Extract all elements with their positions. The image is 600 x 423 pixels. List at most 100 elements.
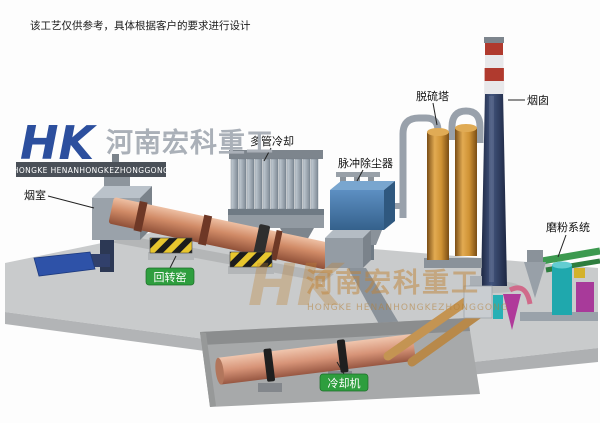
logo-company-cn: 河南宏科重工 [106, 127, 274, 159]
kiln-riding-ring [270, 230, 283, 261]
desulfurization-towers [424, 124, 482, 268]
hood-side-face [363, 230, 371, 268]
chimney-stripe-red [484, 68, 504, 81]
watermark-company-cn: 河南宏科重工 [306, 267, 480, 299]
cooler-riding-ring [336, 339, 349, 373]
cooler-tube [246, 158, 255, 210]
collector-top-face [330, 181, 395, 190]
badge-rotary-kiln [145, 267, 195, 286]
watermark-company-en: HONGKE HENANHONGKEZHONGGONG [307, 303, 509, 313]
pier-foundation [148, 252, 194, 260]
head-stack [112, 154, 119, 168]
blue-pad [33, 251, 96, 277]
cooler-mid-band [228, 209, 324, 215]
leader-rotary-kiln [169, 255, 177, 269]
chimney-body [481, 42, 507, 286]
hood-front-face [325, 238, 363, 268]
pit-back-wall [200, 318, 470, 345]
logo-block: HK 河南宏科重工 HONGKE HENANHONGKEZHONGGONG [13, 116, 274, 177]
kiln-riding-ring [198, 214, 213, 246]
grinding-system [520, 247, 600, 321]
watermark-mark: HK [248, 251, 346, 319]
teal-vessel-top [552, 261, 572, 269]
hazard-pier [149, 237, 193, 254]
cooler-tube [278, 158, 287, 210]
chimney-stripe-white [484, 81, 505, 94]
label-grinding-system: 磨粉系统 [546, 221, 590, 234]
leader-lines [47, 99, 567, 375]
leader-cooling-machine [336, 361, 345, 375]
cooler-tube [262, 158, 271, 210]
leader-multi-tube-cooler [263, 147, 272, 162]
collector-side-face [384, 181, 395, 230]
magenta-mill [576, 282, 594, 312]
chimney-stripe-white [485, 55, 504, 68]
cooler-tube [238, 158, 247, 210]
equipment-labels: 烟室 多管冷却 脉冲除尘器 脱硫塔 烟囱 磨粉系统 [24, 89, 590, 234]
collector-leg [370, 245, 374, 260]
collector-front-face [330, 190, 384, 230]
badge-cooling-machine [319, 373, 369, 392]
cyclone-inlet-box [527, 250, 543, 262]
tower-1-top [427, 128, 449, 136]
chimney-cap [484, 37, 504, 43]
label-smoke-chamber: 烟室 [24, 188, 46, 202]
tower-2-top [455, 124, 477, 132]
green-pipe [535, 247, 600, 266]
cooler-end-cap [215, 357, 224, 385]
cooler-tube [270, 158, 279, 210]
chimney-sheen [489, 96, 494, 282]
yellow-unit [574, 268, 585, 278]
tower-2 [455, 128, 477, 256]
trunnion-base [258, 383, 282, 392]
cooler-bin [228, 215, 324, 228]
leader-smoke-chamber [47, 195, 95, 209]
hazard-pier [229, 251, 273, 268]
cooler-tube [302, 158, 311, 210]
label-pulse-dust-collector: 脉冲除尘器 [338, 156, 393, 170]
magenta-cyclone [503, 294, 521, 330]
kiln-riding-ring [133, 200, 148, 232]
label-multi-tube-cooler: 多管冷却 [250, 134, 294, 148]
collector-top-pipe [336, 172, 380, 177]
chimney-stripe-red [485, 42, 503, 55]
cooler-tube [286, 158, 295, 210]
pink-pipe [508, 285, 533, 305]
label-desulfurization-tower: 脱硫塔 [416, 89, 449, 103]
screw-conveyor [383, 295, 473, 361]
logo-band [16, 162, 166, 177]
duct-arch-tower2 [448, 107, 484, 143]
leader-grinding-system [557, 234, 567, 258]
teal-vessel [552, 265, 572, 315]
label-chimney: 烟囱 [527, 93, 549, 107]
gray-cyclone [524, 262, 546, 298]
pit-left-wall [200, 332, 216, 407]
cyan-duct [493, 295, 503, 319]
leader-pulse-dust-collector [356, 169, 364, 182]
logo-company-en: HONGKE HENANHONGKEZHONGGONG [13, 166, 169, 175]
pier-foundation [228, 266, 274, 274]
rotary-kiln [108, 197, 331, 270]
cooler-tube [294, 158, 303, 210]
watermark: HK 河南宏科重工 HONGKE HENANHONGKEZHONGGONG [248, 251, 509, 319]
cooler-shell-group [215, 334, 416, 385]
cooler-tube [310, 158, 319, 210]
cooler-riding-ring [263, 348, 276, 382]
leader-desulfurization-tower [432, 102, 438, 126]
duct-riser-tower1 [399, 114, 442, 218]
badges: 回转窑 冷却机 [145, 267, 369, 392]
tower-base [424, 258, 482, 268]
badge-cooling-machine-label: 冷却机 [328, 376, 361, 390]
hood-top-face [325, 230, 371, 238]
tower-1 [427, 132, 449, 260]
cooler-tube [230, 158, 239, 210]
cooler-header [229, 150, 323, 159]
fan-housing [463, 285, 493, 319]
grinder-base [520, 312, 598, 321]
fan-inlet [470, 276, 482, 286]
reference-note: 该工艺仅供参考，具体根据客户的要求进行设计 [30, 19, 251, 32]
kiln-girth-gear [252, 224, 270, 261]
cooler-tube [254, 158, 263, 210]
